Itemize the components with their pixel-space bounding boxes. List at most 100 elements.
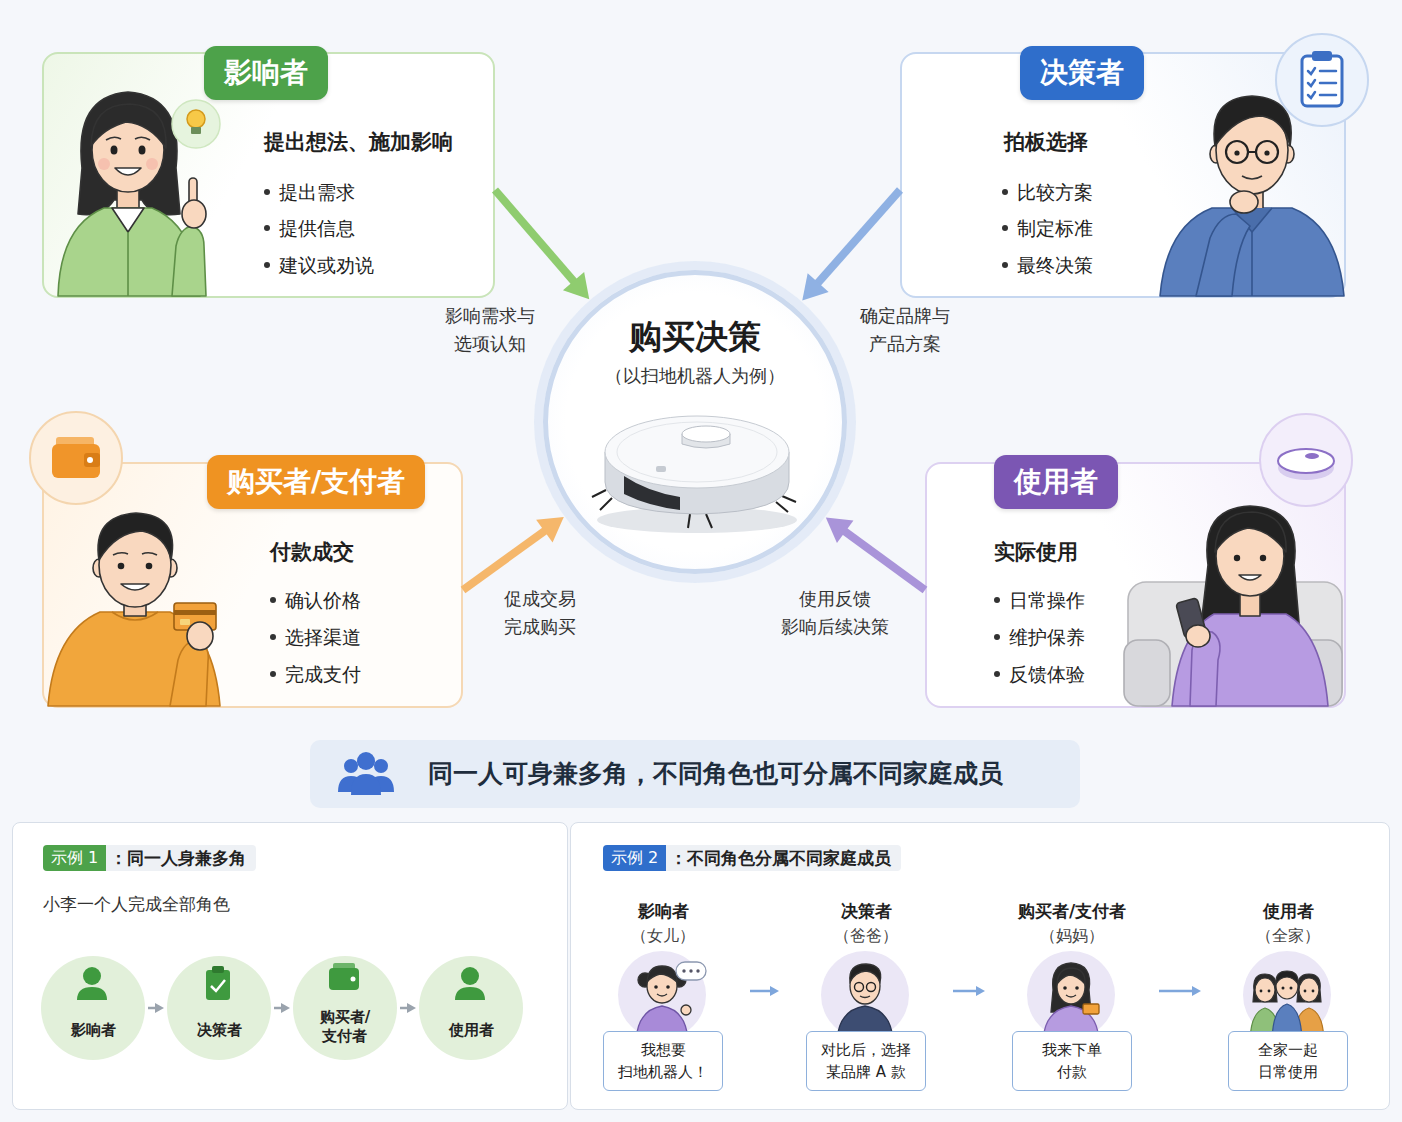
wallet-icon (329, 963, 359, 990)
speech-bubble (689, 969, 692, 972)
role-heading: 影响者 (638, 899, 689, 923)
family-avatar (1312, 990, 1315, 993)
family-avatar (1299, 978, 1319, 1002)
summary-banner: 同一人可身兼多角，不同角色也可分属不同家庭成员 (310, 740, 1080, 808)
speech-bubble (676, 962, 706, 980)
text-slot: 比较方案 (1002, 179, 1093, 205)
father-avatar (860, 996, 870, 998)
mother-avatar (1066, 995, 1076, 997)
text-slot: 制定标准 (1002, 215, 1093, 241)
buyer-figure (48, 513, 220, 706)
mother-avatar (1057, 968, 1085, 984)
bullet-dot (270, 634, 276, 640)
text-slot: 我想要 扫地机器人！ (603, 1031, 723, 1091)
center-title: 购买决策 (629, 315, 761, 359)
daughter-avatar (666, 985, 670, 989)
example-panel: 示例 1：同一人身兼多角小李一个人完成全部角色影响者决策者购买者/ 支付者使用者 (12, 822, 568, 1110)
connector (463, 517, 564, 590)
user-figure (1124, 506, 1342, 706)
influencer-figure (172, 226, 206, 296)
bullet-dot (1002, 189, 1008, 195)
idea-bubble (187, 110, 205, 128)
text-slot: 同一人可身兼多角，不同角色也可分属不同家庭成员 (428, 755, 1003, 793)
influencer-figure (182, 200, 206, 228)
text-slot: 使用者 (1213, 899, 1363, 923)
user-figure (1216, 516, 1284, 596)
clipboard-icon (206, 966, 230, 1000)
wallet-icon (333, 963, 355, 971)
text-slot: （女儿） (588, 925, 738, 947)
influencer-figure (58, 92, 206, 296)
bullet-dot (994, 634, 1000, 640)
text-slot: 决策者 (167, 1020, 271, 1040)
connector (802, 190, 900, 301)
bullet-dot (994, 597, 1000, 603)
text-slot: 我来下单 付款 (1012, 1031, 1132, 1091)
daughter-avatar (681, 1005, 691, 1015)
buyer-figure (142, 553, 157, 555)
father-avatar (821, 951, 909, 1039)
arrow-head (407, 1003, 416, 1013)
family-avatar (1250, 1008, 1280, 1040)
text-slot: 反馈体验 (994, 661, 1085, 687)
role-heading: 提出想法、施加影响 (264, 127, 453, 157)
daughter-avatar (647, 969, 677, 1003)
role-duty: 反馈体验 (1009, 661, 1085, 687)
edge-label: 使用反馈 影响后续决策 (777, 585, 893, 641)
mother-avatar (1027, 951, 1115, 1039)
influencer-figure (117, 182, 139, 212)
bullet-dot (270, 597, 276, 603)
clipboard-icon (212, 966, 224, 973)
text-slot: 决策者 (791, 899, 941, 923)
father-avatar (850, 964, 881, 982)
example-title: ：同一人身兼多角 (106, 845, 256, 871)
robot-vacuum (592, 416, 797, 533)
decider-figure (1230, 191, 1258, 213)
robot-vacuum (617, 422, 777, 482)
family-avatar (1276, 971, 1298, 984)
text-slot: 小李一个人完成全部角色 (43, 891, 230, 917)
robot-bubble (1260, 414, 1352, 506)
daughter-avatar (672, 973, 686, 987)
clipboard-icon (206, 970, 230, 1000)
decider-figure (1234, 150, 1239, 155)
role-duty: 建议或劝说 (279, 252, 374, 278)
family-avatar (1253, 974, 1277, 1002)
edge-label: 促成交易 完成购买 (500, 585, 580, 641)
buyer-figure (165, 559, 177, 577)
text-slot: 影响者 (588, 899, 738, 923)
mother-avatar (1043, 1006, 1099, 1040)
idea-bubble (172, 100, 220, 148)
user-figure (1176, 598, 1207, 638)
clipboard-bubble (1320, 82, 1336, 85)
connector-line (817, 190, 900, 284)
user-figure (1234, 555, 1240, 561)
daughter-avatar (638, 973, 652, 987)
quote-box: 全家一起 日常使用 (1228, 1031, 1348, 1091)
buyer-figure (170, 640, 208, 706)
buyer-figure (174, 603, 216, 630)
speech-bubble (696, 969, 699, 972)
people-icon (351, 774, 381, 795)
arrow-head (826, 518, 854, 543)
buyer-figure (174, 610, 216, 615)
role-badge: 购买者/支付者 (207, 455, 425, 509)
wallet-bubble (87, 457, 93, 463)
clipboard-bubble (1308, 68, 1315, 74)
decider-figure (1251, 232, 1253, 296)
wallet-bubble (30, 412, 122, 504)
role-heading: 付款成交 (270, 537, 354, 567)
robot-vacuum (624, 476, 680, 510)
role-duty: 选择渠道 (285, 624, 361, 650)
father-avatar (821, 951, 909, 1040)
arrow-head (536, 517, 564, 542)
decider-figure (1232, 208, 1272, 232)
role-badge: 使用者 (994, 455, 1118, 509)
quote-box: 我想要 扫地机器人！ (603, 1031, 723, 1091)
daughter-avatar (654, 985, 658, 989)
speech-bubble (676, 962, 706, 980)
connector (274, 1003, 290, 1013)
user-figure (1124, 640, 1170, 706)
edge-label-slot: 影响需求与 选项认知 (441, 302, 539, 358)
buyer-figure (98, 513, 172, 560)
